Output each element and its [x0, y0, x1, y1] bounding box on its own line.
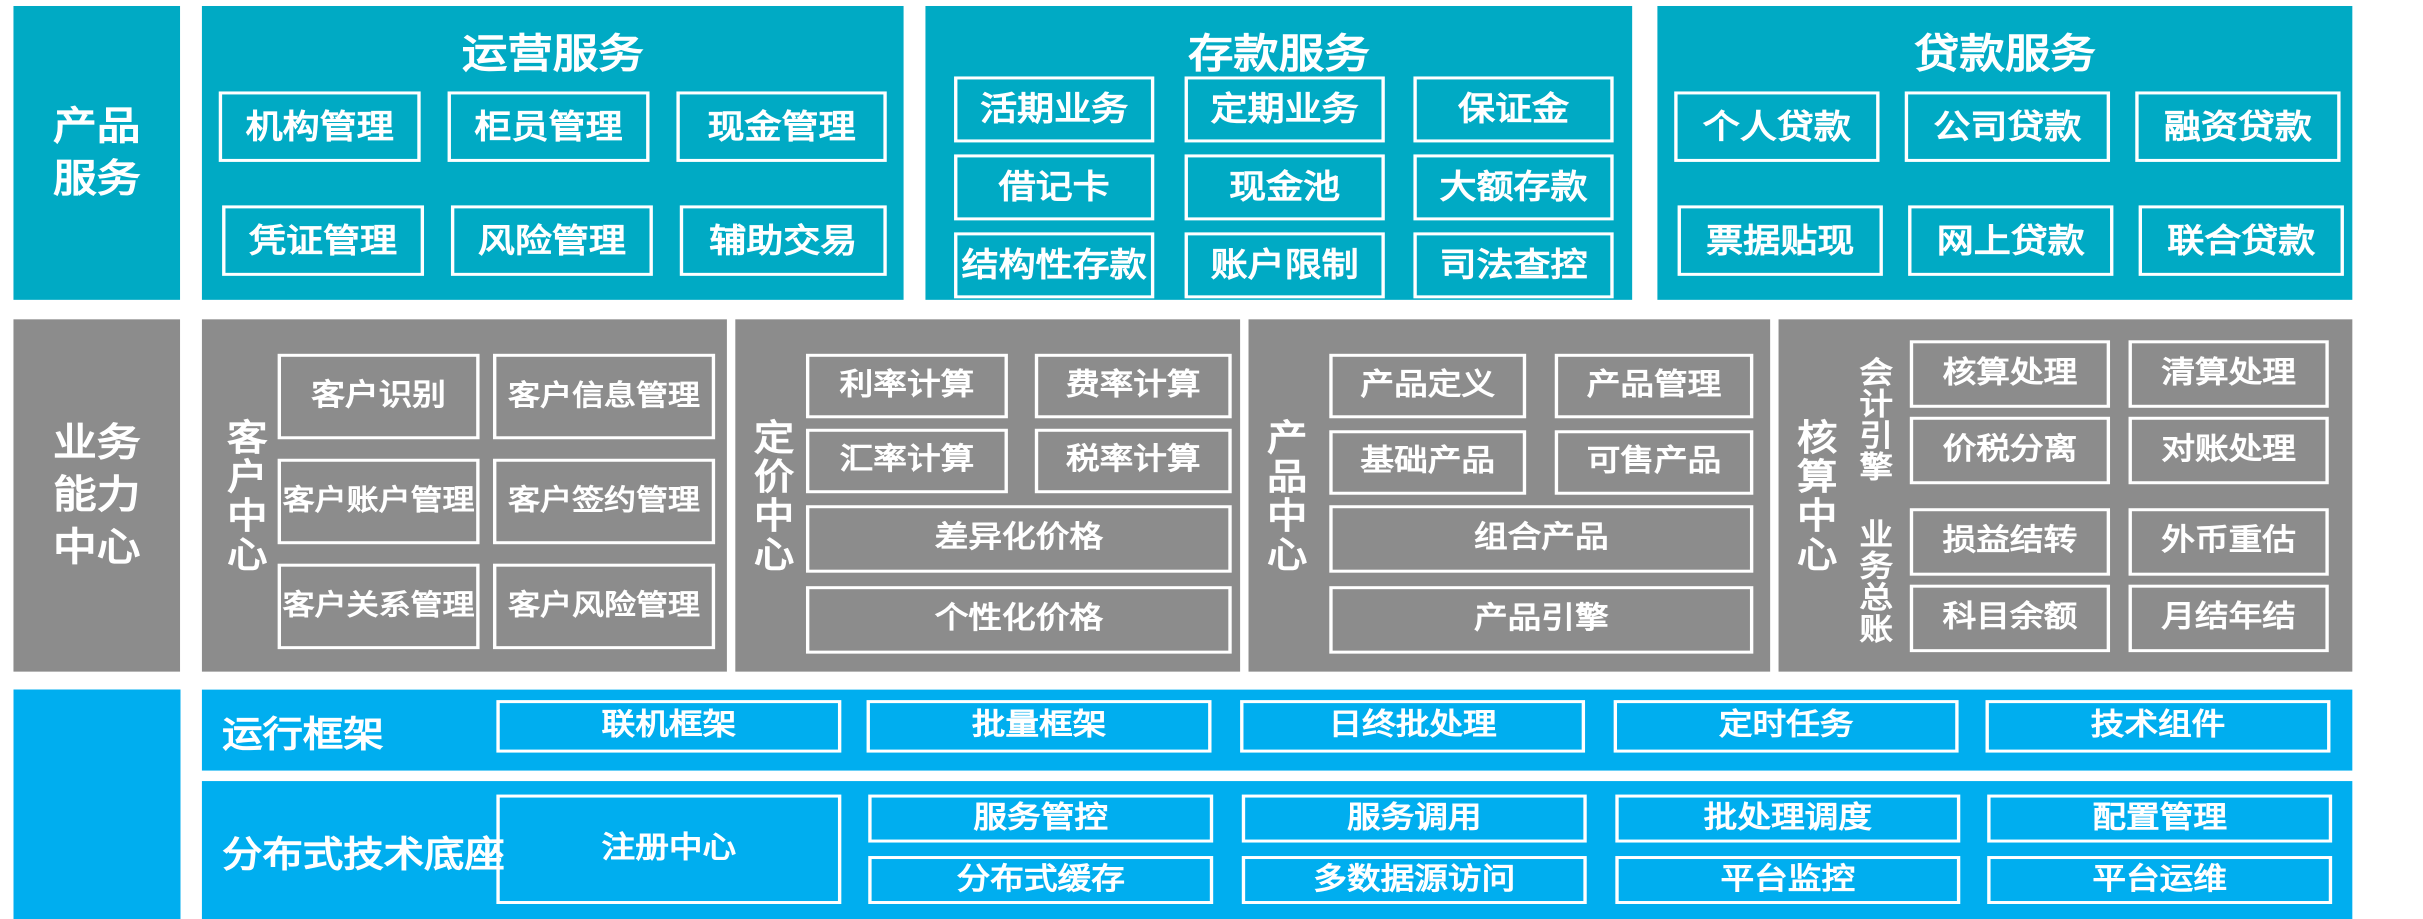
group-loan-services: 贷款服务 个人贷款 公司贷款 融资贷款 票据贴现 网上贷款 联合贷款 — [1657, 5, 2353, 300]
box-runtime-3[interactable]: 日终批处理 — [1240, 700, 1586, 753]
box-loan-5[interactable]: 网上贷款 — [1908, 205, 2114, 276]
center-pricing: 定价中心 利率计算 费率计算 汇率计算 税率计算 差异化价格 个性化价格 — [735, 319, 1241, 672]
center-pricing-label: 定价中心 — [746, 418, 792, 575]
center-accounting: 核算中心 会计引擎 业务总账 核算处理 清算处理 价税分离 对账处理 损益结转 … — [1778, 319, 2353, 672]
box-deposit-8[interactable]: 账户限制 — [1184, 232, 1385, 299]
box-pricing-5[interactable]: 差异化价格 — [805, 505, 1232, 573]
box-loan-4[interactable]: 票据贴现 — [1677, 205, 1883, 276]
box-operation-6[interactable]: 辅助交易 — [679, 205, 887, 276]
box-pricing-3[interactable]: 汇率计算 — [805, 428, 1008, 494]
box-base-top-2[interactable]: 服务调用 — [1241, 794, 1587, 843]
group-operation-services: 运营服务 机构管理 柜员管理 现金管理 凭证管理 风险管理 辅助交易 — [201, 5, 904, 300]
center-customer: 客户中心 客户识别 客户信息管理 客户账户管理 客户签约管理 客户关系管理 客户… — [201, 319, 727, 672]
box-registry-center[interactable]: 注册中心 — [496, 794, 842, 905]
subgroup-general-ledger-label: 业务总账 — [1853, 518, 1891, 645]
box-deposit-7[interactable]: 结构性存款 — [954, 232, 1155, 299]
box-deposit-5[interactable]: 现金池 — [1184, 154, 1385, 221]
box-operation-1[interactable]: 机构管理 — [218, 91, 421, 162]
box-deposit-1[interactable]: 活期业务 — [954, 76, 1155, 143]
box-base-bottom-1[interactable]: 分布式缓存 — [868, 856, 1214, 905]
box-product-5[interactable]: 组合产品 — [1329, 505, 1754, 573]
center-product-label: 产品中心 — [1259, 418, 1305, 575]
box-pricing-4[interactable]: 税率计算 — [1034, 428, 1232, 494]
box-deposit-2[interactable]: 定期业务 — [1184, 76, 1385, 143]
box-customer-1[interactable]: 客户识别 — [277, 353, 480, 440]
box-customer-4[interactable]: 客户签约管理 — [493, 458, 716, 545]
box-loan-1[interactable]: 个人贷款 — [1674, 91, 1880, 162]
box-operation-2[interactable]: 柜员管理 — [447, 91, 650, 162]
rail-business-capability-line3: 中心 — [52, 524, 141, 570]
box-deposit-4[interactable]: 借记卡 — [954, 154, 1155, 221]
box-product-4[interactable]: 可售产品 — [1554, 430, 1754, 495]
box-runtime-5[interactable]: 技术组件 — [1985, 700, 2331, 753]
box-loan-3[interactable]: 融资贷款 — [2135, 91, 2341, 162]
box-accounting-4[interactable]: 对账处理 — [2128, 416, 2329, 485]
box-accounting-6[interactable]: 外币重估 — [2128, 508, 2329, 576]
box-accounting-3[interactable]: 价税分离 — [1909, 416, 2111, 485]
box-pricing-1[interactable]: 利率计算 — [805, 353, 1008, 419]
box-customer-5[interactable]: 客户关系管理 — [277, 563, 480, 650]
box-accounting-5[interactable]: 损益结转 — [1909, 508, 2111, 576]
box-pricing-2[interactable]: 费率计算 — [1034, 353, 1232, 419]
box-base-bottom-4[interactable]: 平台运维 — [1987, 856, 2333, 905]
group-deposit-services: 存款服务 活期业务 定期业务 保证金 借记卡 现金池 大额存款 结构性存款 账户… — [925, 5, 1633, 300]
group-operation-services-title: 运营服务 — [461, 31, 644, 77]
box-loan-6[interactable]: 联合贷款 — [2138, 205, 2344, 276]
box-customer-6[interactable]: 客户风险管理 — [493, 563, 716, 650]
rail-business-capability-line2: 能力 — [52, 472, 141, 518]
box-operation-3[interactable]: 现金管理 — [676, 91, 887, 162]
box-base-bottom-2[interactable]: 多数据源访问 — [1241, 856, 1587, 905]
group-loan-services-title: 贷款服务 — [1914, 31, 2096, 77]
rail-product-service: 产品 服务 — [13, 5, 181, 300]
box-deposit-9[interactable]: 司法查控 — [1413, 232, 1614, 299]
box-operation-4[interactable]: 凭证管理 — [222, 205, 425, 276]
box-deposit-3[interactable]: 保证金 — [1413, 76, 1614, 143]
box-customer-3[interactable]: 客户账户管理 — [277, 458, 480, 545]
group-deposit-services-title: 存款服务 — [1187, 31, 1370, 77]
box-customer-2[interactable]: 客户信息管理 — [493, 353, 716, 440]
row-distributed-base-label: 分布式技术底座 — [222, 834, 505, 875]
box-deposit-6[interactable]: 大额存款 — [1413, 154, 1614, 221]
box-loan-2[interactable]: 公司贷款 — [1904, 91, 2111, 162]
box-runtime-1[interactable]: 联机框架 — [496, 700, 842, 753]
box-base-top-3[interactable]: 批处理调度 — [1615, 794, 1961, 843]
box-operation-5[interactable]: 风险管理 — [450, 205, 653, 276]
center-accounting-label: 核算中心 — [1789, 418, 1835, 575]
rail-business-capability: 业务 能力 中心 — [13, 319, 181, 672]
box-base-top-1[interactable]: 服务管控 — [868, 794, 1214, 843]
row-distributed-base: 分布式技术底座 注册中心 服务管控 服务调用 批处理调度 配置管理 分布式缓存 … — [201, 781, 2353, 919]
rail-product-service-line1: 产品 — [52, 103, 141, 149]
box-product-6[interactable]: 产品引擎 — [1329, 586, 1754, 654]
rail-business-capability-line1: 业务 — [52, 419, 141, 465]
box-accounting-2[interactable]: 清算处理 — [2128, 340, 2329, 408]
box-accounting-7[interactable]: 科目余额 — [1909, 584, 2111, 653]
box-product-1[interactable]: 产品定义 — [1329, 353, 1527, 419]
box-product-2[interactable]: 产品管理 — [1554, 353, 1754, 419]
box-pricing-6[interactable]: 个性化价格 — [805, 586, 1232, 654]
center-product: 产品中心 产品定义 产品管理 基础产品 可售产品 组合产品 产品引擎 — [1248, 319, 1771, 672]
row-runtime-framework-label: 运行框架 — [222, 714, 384, 755]
box-accounting-1[interactable]: 核算处理 — [1909, 340, 2111, 408]
center-customer-label: 客户中心 — [219, 418, 266, 575]
box-runtime-2[interactable]: 批量框架 — [866, 700, 1212, 753]
box-base-bottom-3[interactable]: 平台监控 — [1615, 856, 1961, 905]
box-product-3[interactable]: 基础产品 — [1329, 430, 1527, 495]
box-base-top-4[interactable]: 配置管理 — [1987, 794, 2333, 843]
subgroup-accounting-engine-label: 会计引擎 — [1853, 356, 1891, 482]
row-runtime-framework: 运行框架 联机框架 批量框架 日终批处理 定时任务 技术组件 — [201, 689, 2353, 771]
box-accounting-8[interactable]: 月结年结 — [2128, 584, 2329, 653]
rail-product-service-line2: 服务 — [52, 155, 141, 201]
rail-technical-platform: 技术 平台 — [13, 689, 181, 919]
box-runtime-4[interactable]: 定时任务 — [1613, 700, 1959, 753]
